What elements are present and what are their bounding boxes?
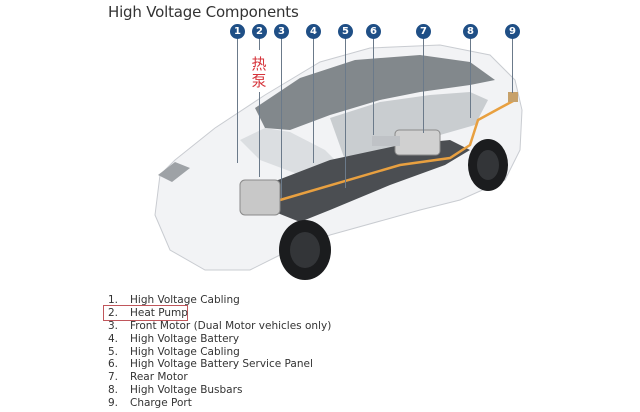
component-legend: 1.High Voltage Cabling 2.Heat Pump 3.Fro… [108, 294, 331, 410]
leader-line-4 [313, 38, 314, 163]
callout-9: 9 [505, 24, 520, 39]
cn-char-1: 热 [251, 55, 267, 73]
legend-item: 5.High Voltage Cabling [108, 345, 240, 358]
leader-line-2b [259, 92, 260, 177]
leader-line-3 [281, 38, 282, 198]
leader-line-1 [237, 38, 238, 163]
callout-5: 5 [338, 24, 353, 39]
callout-2: 2 [252, 24, 267, 39]
legend-item: 7.Rear Motor [108, 371, 188, 384]
callout-8: 8 [463, 24, 478, 39]
callout-6: 6 [366, 24, 381, 39]
legend-item: 3.Front Motor (Dual Motor vehicles only) [108, 319, 332, 332]
heat-pump-highlight-box [103, 305, 188, 321]
legend-item: 8.High Voltage Busbars [108, 384, 243, 397]
heat-pump-cn-annotation: 热 泵 [250, 56, 268, 90]
leader-line-2 [259, 38, 260, 50]
leader-line-9 [512, 38, 513, 93]
legend-item: 4.High Voltage Battery [108, 332, 240, 345]
leader-line-7 [423, 38, 424, 133]
cn-char-2: 泵 [251, 72, 267, 90]
leader-line-5 [345, 38, 346, 188]
legend-item: 1.High Voltage Cabling [108, 294, 240, 306]
legend-item: 9.Charge Port [108, 397, 192, 410]
legend-item: 2.Heat Pump [108, 306, 188, 319]
callout-4: 4 [306, 24, 321, 39]
diagram-title: High Voltage Components [108, 3, 299, 21]
callout-3: 3 [274, 24, 289, 39]
legend-item: 6.High Voltage Battery Service Panel [108, 358, 313, 371]
callout-7: 7 [416, 24, 431, 39]
leader-line-6 [373, 38, 374, 135]
callout-1: 1 [230, 24, 245, 39]
leader-line-8 [470, 38, 471, 118]
